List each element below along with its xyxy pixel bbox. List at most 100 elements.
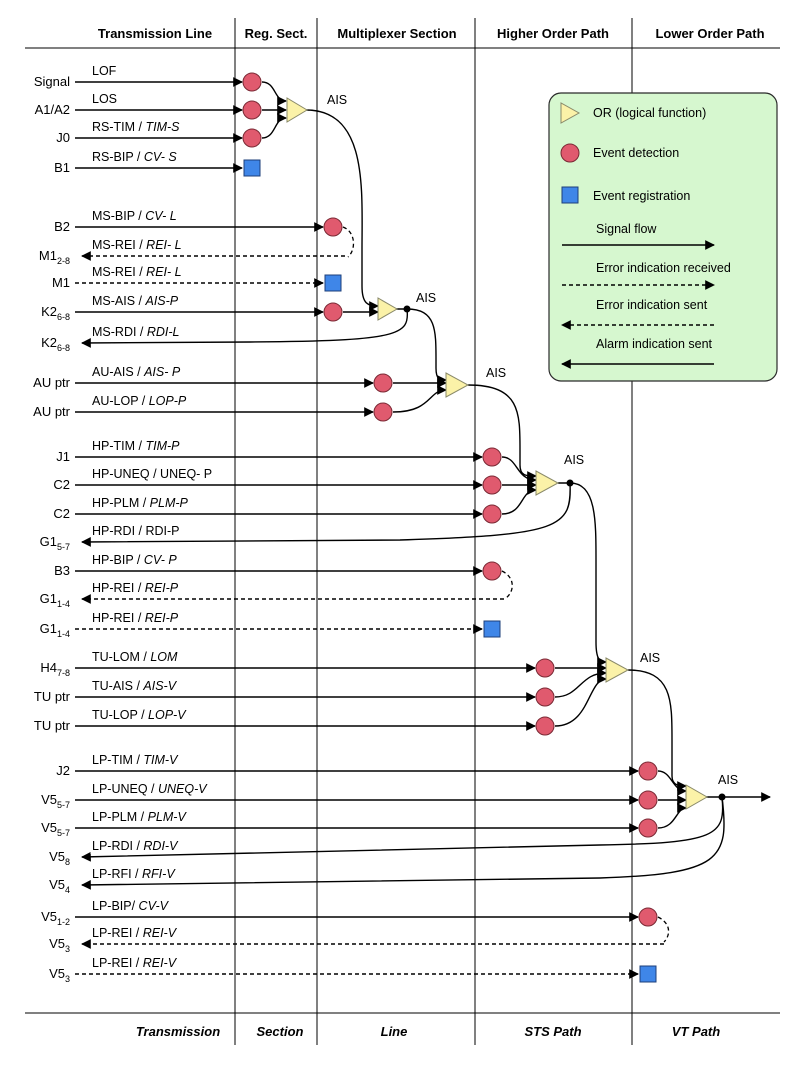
signal-name: A1/A2 [35, 102, 70, 117]
defect-label: MS-BIP / CV- L [92, 209, 177, 223]
defect-label: LP-RFI / RFI-V [92, 867, 176, 881]
defect-label: MS-AIS / AIS-P [92, 294, 179, 308]
header-reg-sect: Reg. Sect. [245, 26, 308, 41]
ais-label: AIS [718, 773, 738, 787]
signal-name: M12-8 [39, 248, 70, 266]
signal-name: G15-7 [40, 534, 70, 552]
ais-labels: AIS AIS AIS AIS AIS AIS [327, 93, 738, 787]
signal-row: K26-8 MS-AIS / AIS-P [41, 294, 324, 322]
event-detection-marker [242, 100, 262, 120]
signal-name: B2 [54, 219, 70, 234]
signal-name: AU ptr [33, 404, 71, 419]
defect-label-italic: CV- L [145, 209, 177, 223]
connector [501, 570, 513, 599]
connector [657, 770, 687, 796]
signal-row: K26-8MS-RDI / RDI-L [41, 325, 179, 353]
event-registration-marker [243, 159, 261, 177]
signal-name: C2 [53, 506, 70, 521]
or-gate [445, 372, 470, 398]
connector [554, 674, 607, 727]
or-gate [535, 470, 560, 496]
signal-name: G11-4 [40, 591, 70, 609]
defect-label: LP-REI / REI-V [92, 926, 178, 940]
footer-section: Section [257, 1024, 304, 1039]
junction-dot [566, 479, 574, 487]
defect-label-italic: TIM-P [145, 439, 180, 453]
or-gate [605, 657, 630, 683]
signal-subscript: 5-7 [57, 800, 70, 810]
or-gate-icon [560, 102, 581, 124]
event-detection-marker [373, 373, 393, 393]
defect-label-italic: REI-V [143, 926, 178, 940]
connector [81, 796, 725, 890]
legend-signal-flow-label: Signal flow [596, 222, 657, 236]
signal-name: M1 [52, 275, 70, 290]
event-detection-marker [638, 818, 658, 838]
signal-name: V53 [49, 966, 70, 984]
defect-label-italic: REI- L [146, 238, 181, 252]
connector [501, 485, 537, 515]
signal-subscript: 1-4 [57, 599, 70, 609]
header-transmission-line: Transmission Line [98, 26, 212, 41]
signal-name: V51-2 [41, 909, 70, 927]
or-gate [685, 784, 709, 810]
footer-line: Line [381, 1024, 408, 1039]
legend-alarm-sent-label: Alarm indication sent [596, 337, 713, 351]
header-higher-order-path: Higher Order Path [497, 26, 609, 41]
signal-row: G11-4HP-REI / REI-P [40, 581, 504, 609]
signal-subscript: 3 [65, 944, 70, 954]
defect-label-italic: TIM-S [145, 120, 180, 134]
connector [657, 916, 670, 943]
defect-label: TU-LOM / LOM [92, 650, 178, 664]
defect-label-italic: LOM [150, 650, 178, 664]
defect-label: LP-RDI / RDI-V [92, 839, 179, 853]
connector [558, 482, 607, 667]
signal-row: C2 HP-PLM / PLM-P [53, 496, 483, 521]
defect-label: LP-REI / REI-V [92, 956, 178, 970]
defect-label-italic: RFI-V [142, 867, 176, 881]
defect-label: HP-PLM / PLM-P [92, 496, 189, 510]
defect-label: HP-REI / REI-P [92, 611, 179, 625]
signal-subscript: 5-7 [57, 828, 70, 838]
signal-name: G11-4 [40, 621, 70, 639]
ais-label: AIS [640, 651, 660, 665]
legend-box [548, 92, 778, 382]
legend-event-registration-label: Event registration [593, 189, 690, 203]
signal-subscript: 7-8 [57, 668, 70, 678]
signal-row: G15-7HP-RDI / RDI-P [40, 524, 180, 552]
signal-name: K26-8 [41, 304, 70, 322]
defect-label: RS-TIM / TIM-S [92, 120, 180, 134]
defect-label: LP-BIP/ CV-V [92, 899, 170, 913]
event-detection-marker [638, 790, 658, 810]
connector [392, 385, 447, 413]
event-detection-marker [323, 217, 343, 237]
header-row: Transmission Line Reg. Sect. Multiplexer… [98, 26, 765, 41]
footer-transmission: Transmission [136, 1024, 220, 1039]
connector [554, 668, 607, 698]
header-lower-order-path: Lower Order Path [655, 26, 764, 41]
defect-label: MS-RDI / RDI-L [92, 325, 180, 339]
signal-name: C2 [53, 477, 70, 492]
defect-label: LP-TIM / TIM-V [92, 753, 179, 767]
signal-name: J1 [56, 449, 70, 464]
connector [501, 456, 537, 485]
defect-label-italic: REI-P [145, 611, 179, 625]
or-gates [286, 97, 709, 810]
defect-label-italic: PLM-P [150, 496, 189, 510]
event-registration-marker [324, 274, 342, 292]
legend-event-detection-label: Event detection [593, 146, 679, 160]
defect-label-italic: CV-V [139, 899, 170, 913]
signal-row: B2 MS-BIP / CV- L [54, 209, 324, 234]
connector [396, 308, 447, 385]
connector [81, 482, 571, 547]
